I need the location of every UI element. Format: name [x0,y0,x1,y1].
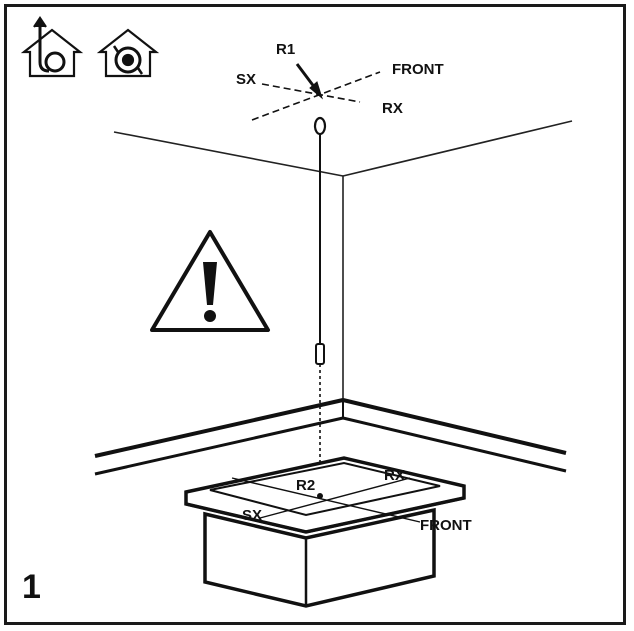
ceiling-right-label: RX [382,100,403,117]
hob-cabinet [184,456,466,608]
plumb-line [313,116,327,478]
hob-left-label: SX [242,507,262,524]
ceiling-reference-cross [251,63,381,121]
hob-marker-label: R2 [296,477,315,494]
step-number: 1 [22,568,41,606]
hob-front-label: FRONT [420,517,472,534]
floor-skirting [94,398,567,476]
hob-glass-top [209,461,441,517]
house-recirculation-icon [96,28,160,78]
ceiling-left-label: SX [236,71,256,88]
hob-reference-cross [231,477,421,523]
warning-icon [150,230,270,332]
ceiling-front-label: FRONT [392,61,444,78]
room-corner [113,120,573,400]
hob-right-label: RX [384,467,405,484]
ceiling-marker-label: R1 [276,41,295,58]
house-ducted-icon [20,16,84,78]
